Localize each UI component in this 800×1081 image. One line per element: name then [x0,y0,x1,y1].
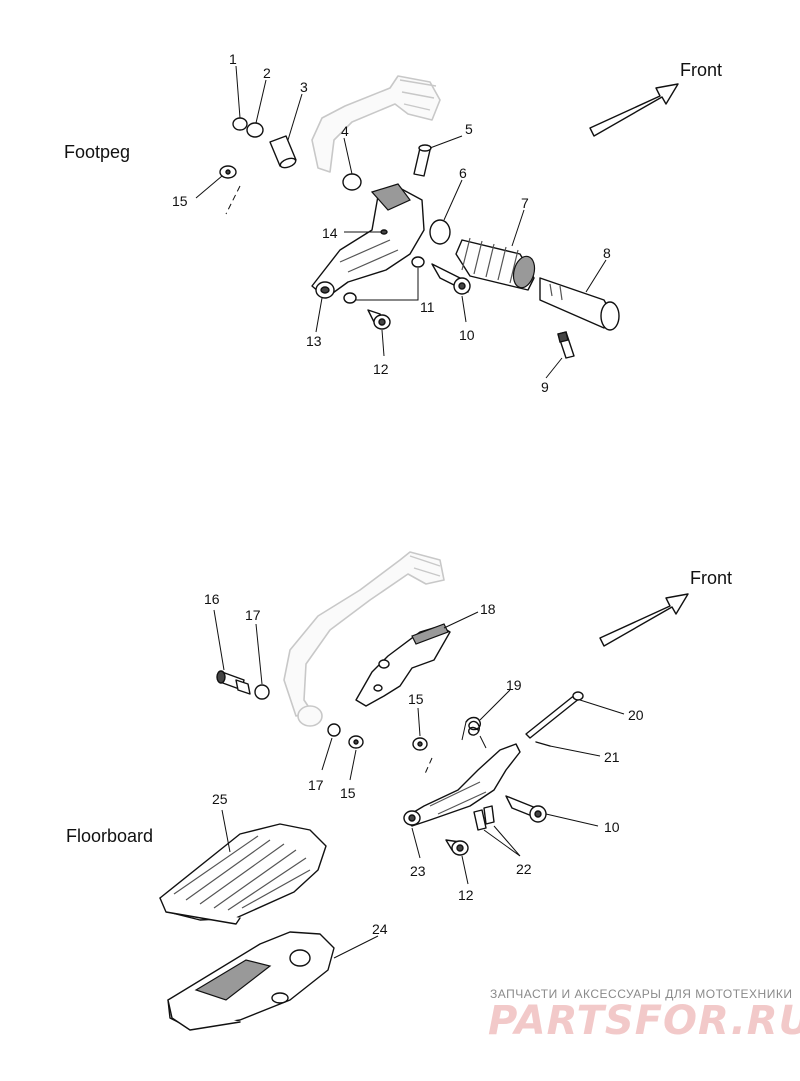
callout-12-top: 12 [373,361,389,377]
floorboard-bracket-part-23 [403,743,521,827]
bushing-part-17b [327,723,341,737]
callouts-footpeg: 1 2 3 4 5 6 7 8 9 10 11 12 13 14 15 [172,51,611,395]
bolt-part-10-top [431,263,471,295]
ghost-shift-lever-bottom [283,551,445,727]
callout-22: 22 [516,861,532,877]
oring-part-4 [342,173,362,191]
callout-1: 1 [229,51,237,67]
callout-10-bottom: 10 [604,819,620,835]
footpeg-section: Footpeg Front [64,51,722,395]
bushing-part-3 [269,135,297,169]
callout-3: 3 [300,79,308,95]
callout-15-top: 15 [172,193,188,209]
callout-11: 11 [420,299,435,315]
bolt-part-12-bottom [445,839,469,856]
callout-12-bottom: 12 [458,887,474,903]
callout-23: 23 [410,863,426,879]
bolt-part-12-top [367,309,391,330]
rubber-peg-part-7 [455,237,536,291]
washer-part-11a [411,256,425,268]
nut-part-15-top [219,165,237,179]
studs-part-22 [473,805,495,831]
callout-19: 19 [506,677,522,693]
front-arrow-bottom: Front [599,568,732,647]
pin-part-20 [525,691,584,739]
washer-part-11b [343,292,357,304]
callouts-floorboard: 16 17 18 19 20 21 15 17 15 10 12 22 23 2… [204,591,644,937]
callout-9: 9 [541,379,549,395]
floorboard-title: Floorboard [66,826,153,846]
cotter-pin-part-21 [535,741,551,747]
pivot-bolt-part-16 [216,670,251,695]
callout-6: 6 [459,165,467,181]
floorboard-base-part-24 [167,931,335,1031]
callout-17-left: 17 [245,607,261,623]
footpeg-bracket-part-13 [311,183,425,299]
callout-20: 20 [628,707,644,723]
front-arrow-top: Front [589,60,722,137]
bushing-part-17a [254,684,270,700]
floorboard-section: Floorboard Front [66,551,732,1031]
nut-part-15-bottom-a [348,735,364,749]
callout-25: 25 [212,791,228,807]
callout-2: 2 [263,65,271,81]
callout-24: 24 [372,921,388,937]
washer-part-2 [246,122,264,138]
ring-part-1 [232,117,248,131]
pin-part-5 [413,144,432,177]
callout-17-bottom: 17 [308,777,324,793]
watermark-logo: PARTSFOR.RU [488,998,800,1044]
nut-part-15-bottom-b [412,737,428,751]
callout-7: 7 [521,195,529,211]
peg-core-part-8 [539,277,620,331]
floorboard-pad-part-25 [159,823,327,925]
watermark: ЗАПЧАСТИ И АКСЕССУАРЫ ДЛЯ МОТОТЕХНИКИ PA… [488,987,800,1044]
ghost-shift-lever-top [311,75,441,173]
callout-15-mid: 15 [408,691,424,707]
front-label-bottom: Front [690,568,732,588]
callout-13: 13 [306,333,322,349]
callout-5: 5 [465,121,473,137]
watermark-tagline: ЗАПЧАСТИ И АКСЕССУАРЫ ДЛЯ МОТОТЕХНИКИ [490,987,792,1001]
callout-10-top: 10 [459,327,475,343]
callout-8: 8 [603,245,611,261]
front-label-top: Front [680,60,722,80]
spring-part-19 [461,716,487,749]
axis-line-top [225,185,241,215]
callout-4: 4 [341,123,349,139]
callout-16: 16 [204,591,220,607]
pin-part-9 [557,331,575,359]
callout-21: 21 [604,749,620,765]
footpeg-title: Footpeg [64,142,130,162]
bracket-part-18 [355,623,451,707]
leaders-floorboard [213,609,625,959]
axis-line-bottom [423,757,433,777]
leaders-footpeg [195,65,607,379]
bolt-part-10-bottom [505,795,547,823]
washer-part-6 [429,219,451,245]
callout-18: 18 [480,601,496,617]
callout-14: 14 [322,225,338,241]
callout-15-bottom: 15 [340,785,356,801]
